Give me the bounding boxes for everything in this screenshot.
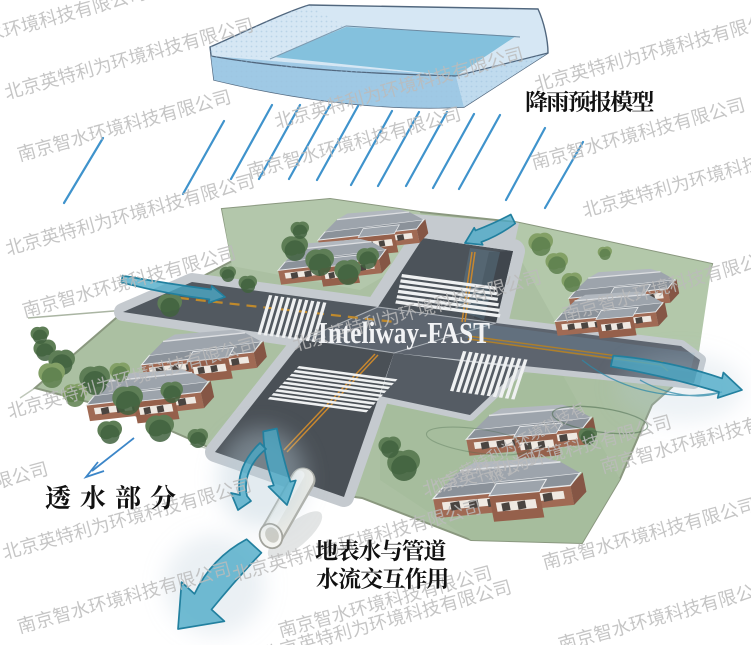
svg-text:Inteliway-FAST: Inteliway-FAST (318, 316, 490, 350)
